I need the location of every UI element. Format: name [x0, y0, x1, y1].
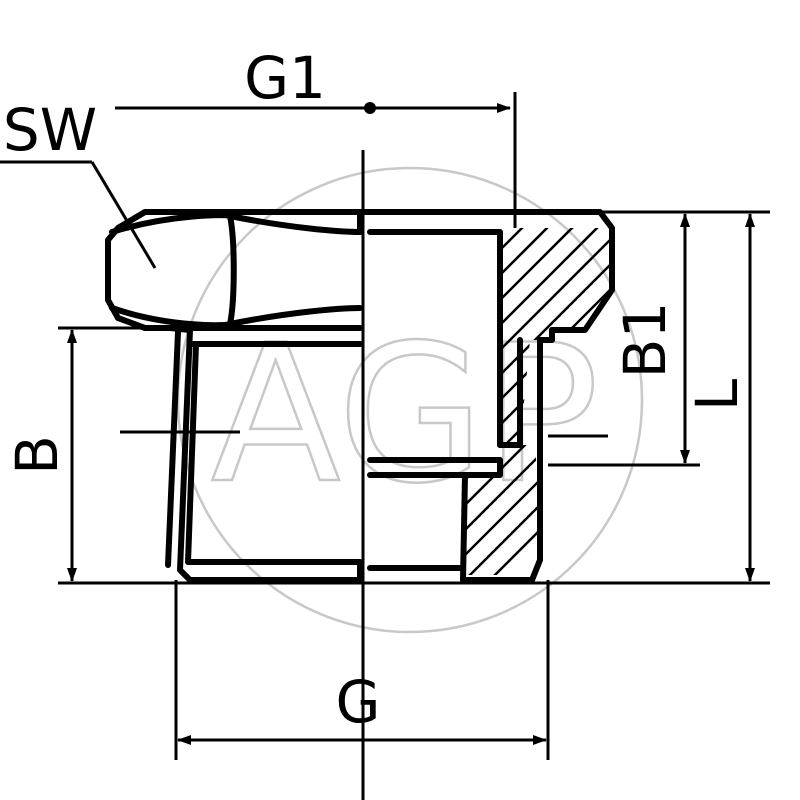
label-b1: B1: [611, 302, 679, 379]
label-g: G: [336, 668, 381, 736]
label-b: B: [3, 435, 71, 475]
label-sw: SW: [3, 96, 97, 164]
label-l: L: [683, 379, 751, 411]
dim-sw: SW: [0, 96, 157, 269]
label-g1: G1: [244, 44, 326, 112]
dim-g1: G1: [115, 44, 517, 228]
dim-b: B: [3, 329, 77, 582]
hex-head-section: [357, 209, 615, 448]
male-thread-body: [165, 325, 363, 583]
dim-b1: B1: [611, 213, 690, 464]
dim-l: L: [683, 213, 755, 582]
hex-head: [105, 209, 363, 331]
dim-g: G: [174, 580, 550, 760]
